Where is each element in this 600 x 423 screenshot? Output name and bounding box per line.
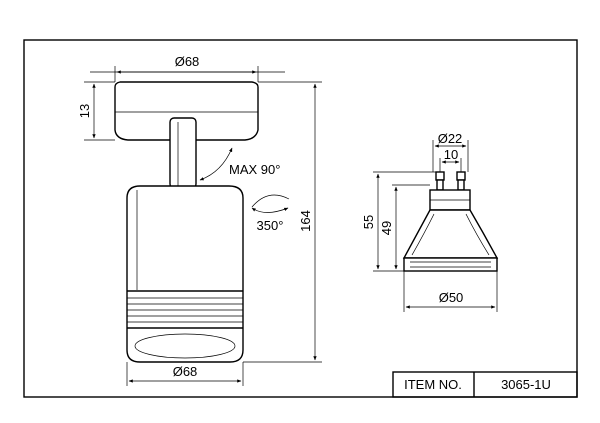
top-diameter-label: Ø68 <box>175 54 200 69</box>
rotation-arc-bottom <box>251 207 289 213</box>
cylinder-body <box>126 185 244 363</box>
lens-opening <box>134 333 236 359</box>
bulb-pin-left <box>435 171 445 181</box>
rotation-label: 350° <box>257 218 284 233</box>
bulb-pin-right <box>456 171 466 181</box>
bulb-drawing: Ø22 10 55 49 Ø50 <box>361 131 499 312</box>
top-height-label: 13 <box>77 104 92 118</box>
title-block: ITEM NO. 3065-1U <box>392 371 578 398</box>
item-no-value: 3065-1U <box>501 377 551 392</box>
item-no-label: ITEM NO. <box>404 377 462 392</box>
drawing-frame <box>23 39 578 398</box>
cooling-grooves <box>127 290 243 329</box>
fixture-drawing: Ø68 13 164 MAX 90° 350° Ø68 <box>77 54 322 386</box>
rotation-arc-top <box>251 194 290 208</box>
bulb-body-height-label: 49 <box>379 221 394 235</box>
stem <box>169 117 197 189</box>
tilt-arc <box>199 147 233 181</box>
bulb-overall-height-label: 55 <box>361 215 376 229</box>
bulb-diameter-label: Ø50 <box>439 290 464 305</box>
total-height-label: 164 <box>298 210 313 232</box>
bulb-rim <box>403 257 498 272</box>
bulb-reflector <box>402 209 499 259</box>
tilt-label: MAX 90° <box>229 162 280 177</box>
bottom-diameter-label: Ø68 <box>173 364 198 379</box>
bulb-pin-spacing-label: 10 <box>444 147 458 162</box>
mounting-base <box>114 81 259 141</box>
bulb-pin-width-label: Ø22 <box>438 131 463 146</box>
